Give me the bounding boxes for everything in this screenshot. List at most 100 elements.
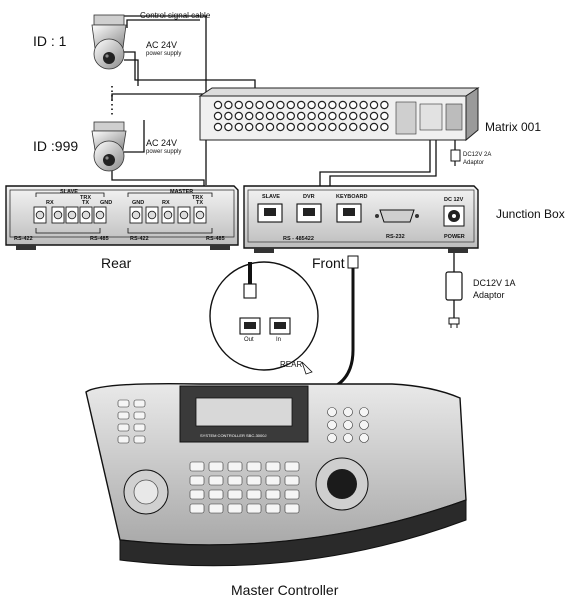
bnc-connector bbox=[265, 122, 275, 132]
zoom-port-out bbox=[239, 317, 261, 335]
camera-999-id-label: ID :999 bbox=[33, 138, 79, 154]
bnc-connector bbox=[369, 100, 379, 110]
controller-key bbox=[265, 475, 281, 486]
terminal-screw bbox=[95, 210, 105, 220]
controller-key bbox=[246, 503, 262, 514]
rear-master-rs422-label: RS-422 bbox=[130, 236, 149, 242]
camera-999 bbox=[91, 121, 127, 172]
bnc-connector bbox=[297, 100, 306, 110]
controller-key bbox=[265, 489, 281, 500]
camera-1 bbox=[91, 14, 127, 70]
terminal-screw bbox=[53, 210, 63, 220]
bnc-connector bbox=[380, 122, 389, 132]
controller-key bbox=[284, 461, 300, 472]
camera-1-id-label: ID : 1 bbox=[33, 33, 67, 49]
controller-key bbox=[246, 475, 262, 486]
junction-box-front bbox=[243, 185, 479, 253]
bnc-connector bbox=[328, 111, 337, 121]
controller-key bbox=[208, 503, 224, 514]
bnc-connector bbox=[265, 100, 275, 110]
master-controller bbox=[85, 382, 467, 567]
terminal-screw bbox=[81, 210, 91, 220]
matrix-adaptor-line2: Adaptor bbox=[463, 160, 485, 166]
zoom-in-label: In bbox=[276, 337, 282, 343]
matrix-adaptor bbox=[450, 149, 461, 166]
controller-key bbox=[189, 461, 205, 472]
front-port-slave-label: SLAVE bbox=[262, 194, 280, 200]
zoom-rear-label: REAR bbox=[280, 360, 303, 369]
bnc-connector bbox=[317, 111, 327, 121]
controller-key bbox=[343, 433, 353, 443]
zoom-out-label: Out bbox=[244, 337, 254, 343]
junction-box-rear bbox=[5, 185, 239, 250]
rear-slave-trx-label: TRX bbox=[80, 195, 91, 201]
controller-key bbox=[327, 407, 337, 417]
controller-key bbox=[133, 411, 146, 420]
controller-key bbox=[343, 407, 353, 417]
junction-box-label: Junction Box bbox=[496, 207, 565, 221]
controller-key bbox=[284, 503, 300, 514]
rear-master-tx-label: TX bbox=[196, 200, 204, 206]
controller-key bbox=[133, 435, 146, 444]
bnc-connector bbox=[234, 111, 243, 121]
controller-key bbox=[327, 420, 337, 430]
matrix-adaptor-line1: DC12V 2A bbox=[463, 152, 492, 158]
controller-key bbox=[227, 489, 243, 500]
bnc-connector bbox=[244, 122, 254, 132]
bnc-connector bbox=[286, 122, 295, 132]
controller-key bbox=[117, 411, 130, 420]
front-caption: Front bbox=[312, 255, 345, 271]
terminal-screw bbox=[195, 210, 205, 220]
bnc-connector bbox=[265, 111, 275, 121]
controller-key bbox=[327, 433, 337, 443]
rear-master-trx-label: TRX bbox=[192, 195, 203, 201]
keyboard-cable-plug bbox=[347, 255, 359, 269]
adaptor-line2: Adaptor bbox=[473, 290, 505, 300]
bnc-connector bbox=[349, 100, 358, 110]
controller-key bbox=[284, 475, 300, 486]
bnc-connector bbox=[213, 122, 223, 132]
rear-slave-gnd-label: GND bbox=[100, 200, 113, 206]
rear-slave-tx-label: TX bbox=[82, 200, 90, 206]
bnc-connector bbox=[307, 100, 316, 110]
controller-key bbox=[265, 461, 281, 472]
rear-slave-label: SLAVE bbox=[60, 189, 78, 195]
bnc-connector bbox=[255, 100, 264, 110]
front-dc-label: DC 12V bbox=[444, 197, 464, 203]
bnc-connector bbox=[380, 111, 389, 121]
bnc-connector bbox=[307, 111, 316, 121]
bnc-connector bbox=[234, 122, 243, 132]
bnc-connector bbox=[359, 122, 368, 132]
controller-key bbox=[208, 475, 224, 486]
bnc-connector bbox=[213, 111, 223, 121]
controller-key bbox=[265, 503, 281, 514]
rj45-port-dvr bbox=[296, 203, 322, 223]
rs232-db9-port bbox=[375, 209, 419, 223]
rear-slave-rs485-label: RS-485 bbox=[90, 236, 109, 242]
terminal-screw bbox=[67, 210, 77, 220]
bnc-connector bbox=[286, 100, 295, 110]
camera-999-power-sub: power supply bbox=[146, 149, 182, 155]
rj45-port-slave bbox=[257, 203, 283, 223]
rear-master-label: MASTER bbox=[170, 189, 194, 195]
front-rs232-label: RS-232 bbox=[386, 234, 405, 240]
zoom-port-in bbox=[269, 317, 291, 335]
rear-master-rx-label: RX bbox=[162, 200, 170, 206]
bnc-connector bbox=[317, 100, 327, 110]
bnc-connector bbox=[286, 111, 295, 121]
bnc-connector bbox=[328, 122, 337, 132]
controller-key bbox=[227, 503, 243, 514]
controller-key bbox=[189, 489, 205, 500]
camera-1-power-label: AC 24V bbox=[146, 40, 178, 50]
rear-master-gnd-label: GND bbox=[132, 200, 145, 206]
bnc-connector bbox=[244, 100, 254, 110]
bnc-connector bbox=[349, 122, 358, 132]
controller-key bbox=[359, 433, 369, 443]
controller-key bbox=[133, 399, 146, 408]
bnc-connector bbox=[317, 122, 327, 132]
front-port-keyboard-label: KEYBOARD bbox=[336, 194, 368, 200]
controller-key bbox=[117, 399, 130, 408]
bnc-connector bbox=[276, 122, 285, 132]
bnc-connector bbox=[244, 111, 254, 121]
